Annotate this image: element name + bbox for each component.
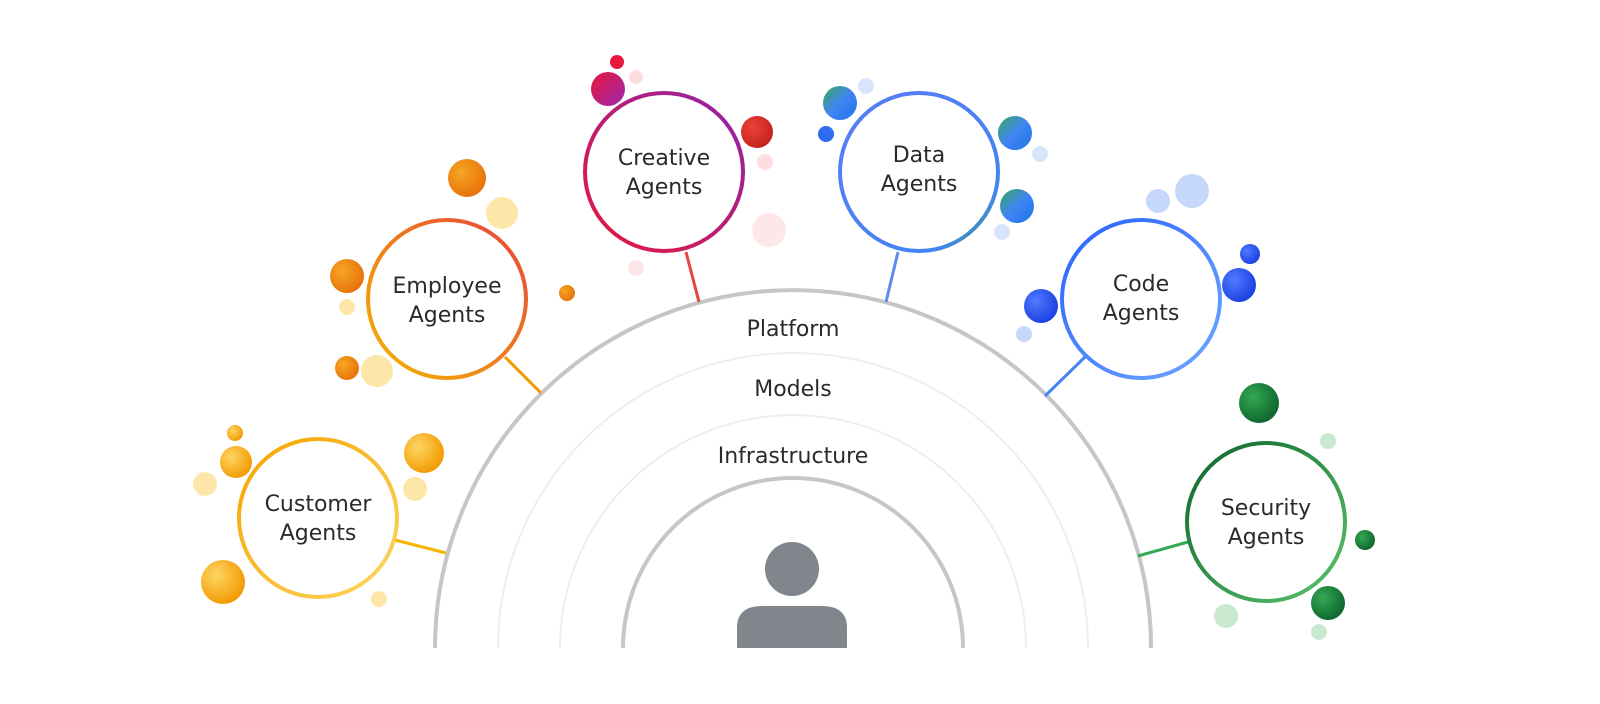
layer-label-platform: Platform xyxy=(747,317,840,342)
agent-label-employee-line2: Agents xyxy=(409,303,486,328)
connector-security xyxy=(1137,540,1189,558)
agent-employee[interactable]: Employee Agents xyxy=(366,218,528,380)
ring-infrastructure xyxy=(621,476,965,649)
bubbles-employee xyxy=(330,159,575,387)
connector-employee xyxy=(503,355,543,395)
bubbles-security xyxy=(1214,383,1375,640)
agent-label-code-line1: Code xyxy=(1113,272,1169,297)
bubbles-data xyxy=(818,78,1048,240)
connector-data xyxy=(884,251,900,303)
agent-label-security-line1: Security xyxy=(1221,496,1311,521)
person-icon xyxy=(737,542,847,648)
agent-label-creative-line1: Creative xyxy=(618,146,710,171)
agent-data[interactable]: Data Agents xyxy=(838,91,1000,253)
agent-label-customer-line2: Agents xyxy=(280,521,357,546)
agent-label-code-line2: Agents xyxy=(1103,301,1180,326)
agent-label-security-line2: Agents xyxy=(1228,525,1305,550)
connector-creative xyxy=(684,251,701,303)
layer-label-infrastructure: Infrastructure xyxy=(718,444,869,469)
ring-models-outer xyxy=(497,352,1089,649)
ring-platform xyxy=(433,288,1153,649)
agent-code[interactable]: Code Agents xyxy=(1060,218,1222,380)
bubbles-code xyxy=(1016,174,1260,342)
bubbles-creative xyxy=(591,55,786,276)
agent-security[interactable]: Security Agents xyxy=(1185,441,1347,603)
agent-customer[interactable]: Customer Agents xyxy=(237,437,399,599)
agent-label-customer-line1: Customer xyxy=(265,492,373,517)
ring-models-inner xyxy=(559,414,1027,649)
agent-creative[interactable]: Creative Agents xyxy=(583,91,745,253)
agent-label-creative-line2: Agents xyxy=(626,175,703,200)
connector-customer xyxy=(394,538,447,555)
agent-label-data-line1: Data xyxy=(893,143,946,168)
bubbles-customer xyxy=(193,425,444,607)
layer-label-models: Models xyxy=(754,377,832,402)
agent-label-employee-line1: Employee xyxy=(393,274,502,299)
connector-code xyxy=(1043,355,1087,398)
connectors xyxy=(394,251,1189,558)
agent-label-data-line2: Agents xyxy=(881,172,958,197)
platform-rings xyxy=(433,288,1153,649)
